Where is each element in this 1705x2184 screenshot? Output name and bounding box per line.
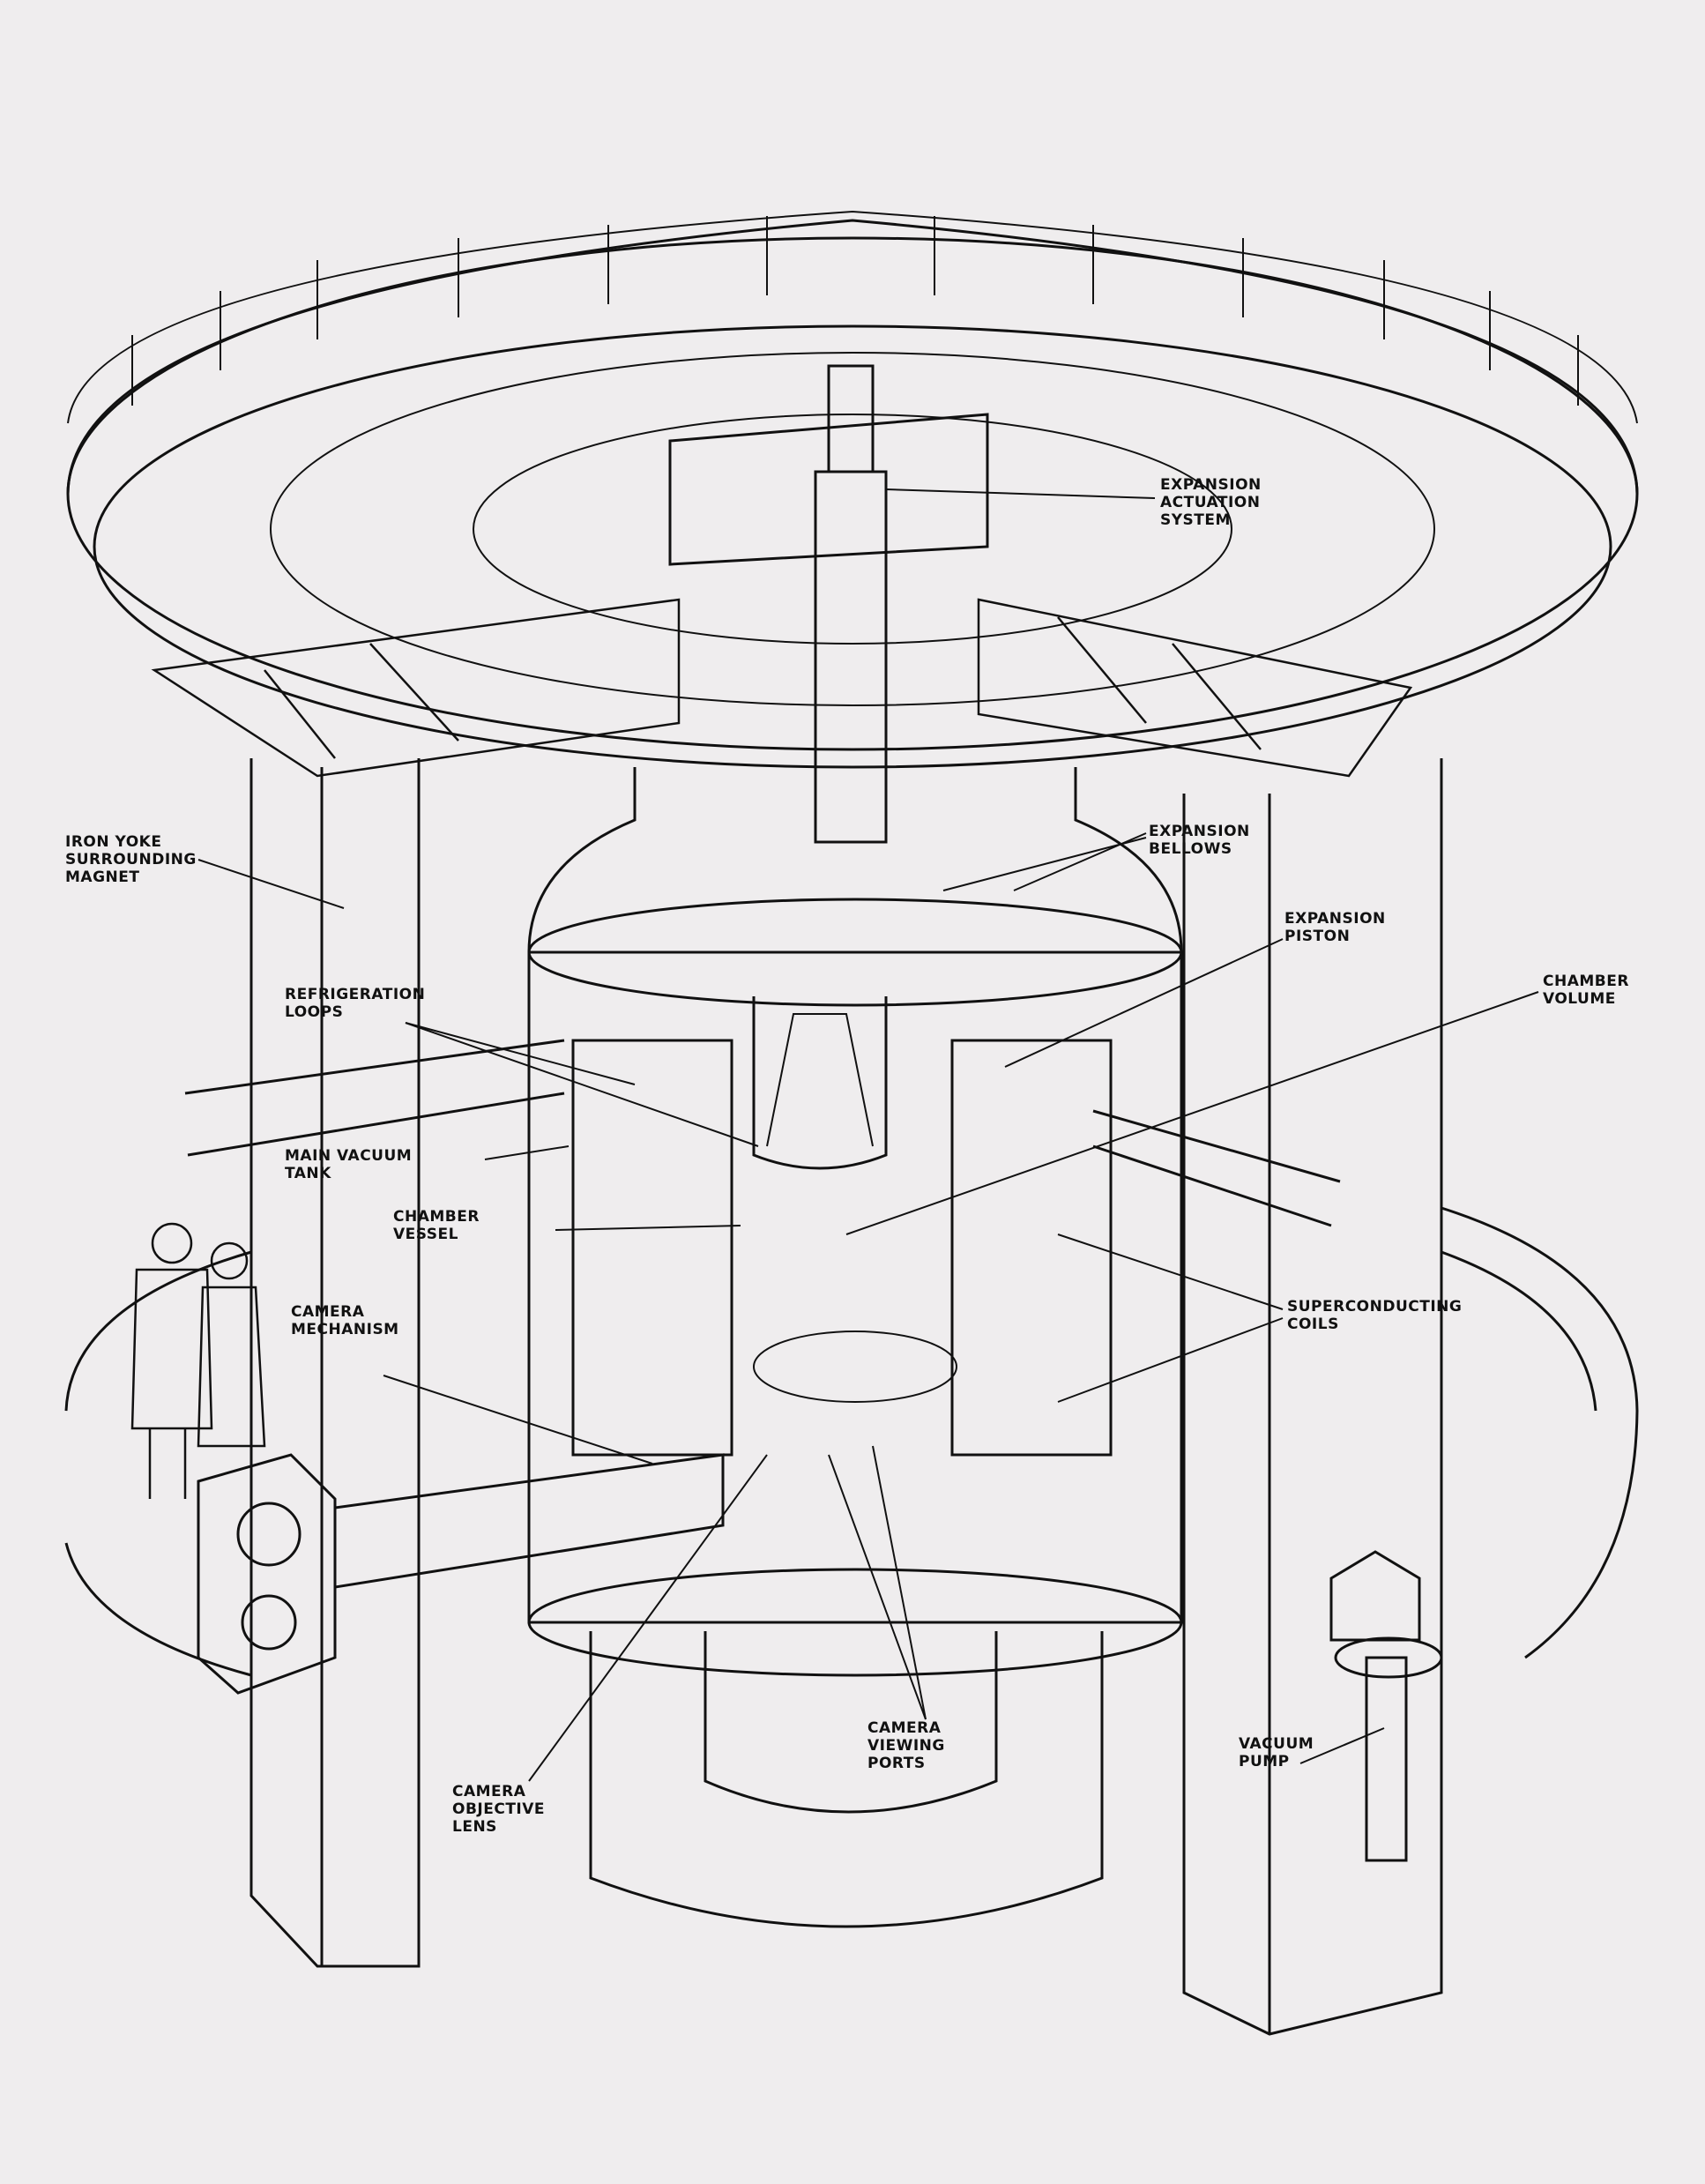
label-line: IRON YOKE <box>65 833 162 851</box>
label-line: BELLOWS <box>1149 840 1232 858</box>
label-line: REFRIGERATION <box>285 986 426 1003</box>
label-chamber-vessel: CHAMBER VESSEL <box>393 1208 534 1243</box>
label-line: SURROUNDING <box>65 851 197 868</box>
label-expansion-actuation-system: EXPANSION ACTUATION SYSTEM <box>1160 476 1354 529</box>
label-line: SUPERCONDUCTING <box>1287 1298 1463 1316</box>
label-line: EXPANSION <box>1149 823 1250 840</box>
label-camera-viewing-ports: CAMERA VIEWING PORTS <box>867 1719 1061 1772</box>
label-line: COILS <box>1287 1316 1339 1333</box>
people-figures <box>130 1222 266 1499</box>
label-line: VOLUME <box>1543 990 1616 1008</box>
label-camera-objective-lens: CAMERA OBJECTIVE LENS <box>452 1783 646 1836</box>
vacuum-pump <box>1329 1550 1443 1862</box>
label-line: CAMERA <box>291 1303 365 1321</box>
label-line: CAMERA <box>452 1783 526 1800</box>
label-line: PORTS <box>867 1755 926 1772</box>
superconducting-coil-right <box>950 1039 1113 1457</box>
central-vessel <box>527 767 1183 1677</box>
label-line: CHAMBER <box>393 1208 480 1226</box>
label-line: EXPANSION <box>1284 910 1386 928</box>
lower-walkway <box>64 1206 1639 1677</box>
label-expansion-piston: EXPANSION PISTON <box>1284 910 1478 945</box>
label-line: MECHANISM <box>291 1321 399 1338</box>
label-superconducting-coils: SUPERCONDUCTING COILS <box>1287 1298 1481 1333</box>
label-line: SYSTEM <box>1160 511 1231 529</box>
camera-mechanism <box>197 1453 725 1695</box>
leader-lines <box>197 488 1539 1782</box>
label-line: OBJECTIVE <box>452 1800 546 1818</box>
label-line: VESSEL <box>393 1226 458 1243</box>
label-line: CAMERA <box>867 1719 942 1737</box>
label-line: MAIN VACUUM <box>285 1147 413 1165</box>
label-expansion-bellows: EXPANSION BELLOWS <box>1149 823 1343 858</box>
label-line: EXPANSION <box>1160 476 1262 494</box>
iron-yoke-pillars <box>249 758 1443 2036</box>
expansion-piston <box>752 996 888 1170</box>
platform-truss <box>151 598 1413 778</box>
label-line: LOOPS <box>285 1003 344 1021</box>
label-line: PUMP <box>1239 1753 1290 1770</box>
expansion-actuation-column <box>668 364 989 844</box>
label-line: VACUUM <box>1239 1735 1314 1753</box>
label-line: PISTON <box>1284 928 1351 945</box>
label-chamber-volume: CHAMBER VOLUME <box>1543 973 1701 1008</box>
label-iron-yoke: IRON YOKE SURROUNDING MAGNET <box>65 833 259 886</box>
label-line: ACTUATION <box>1160 494 1261 511</box>
label-line: CHAMBER <box>1543 973 1629 990</box>
top-railing <box>131 216 1579 406</box>
top-platform <box>66 210 1639 769</box>
label-main-vacuum-tank: MAIN VACUUM TANK <box>285 1147 479 1182</box>
label-line: MAGNET <box>65 868 140 886</box>
lower-cylinder <box>589 1631 1104 1928</box>
label-camera-mechanism: CAMERA MECHANISM <box>291 1303 485 1338</box>
label-line: LENS <box>452 1818 497 1836</box>
superconducting-coil-left <box>571 1039 733 1457</box>
beam-pipes <box>184 1039 1341 1227</box>
label-refrigeration-loops: REFRIGERATION LOOPS <box>285 986 479 1021</box>
label-vacuum-pump: VACUUM PUMP <box>1239 1735 1433 1770</box>
label-line: VIEWING <box>867 1737 945 1755</box>
label-line: TANK <box>285 1165 331 1182</box>
